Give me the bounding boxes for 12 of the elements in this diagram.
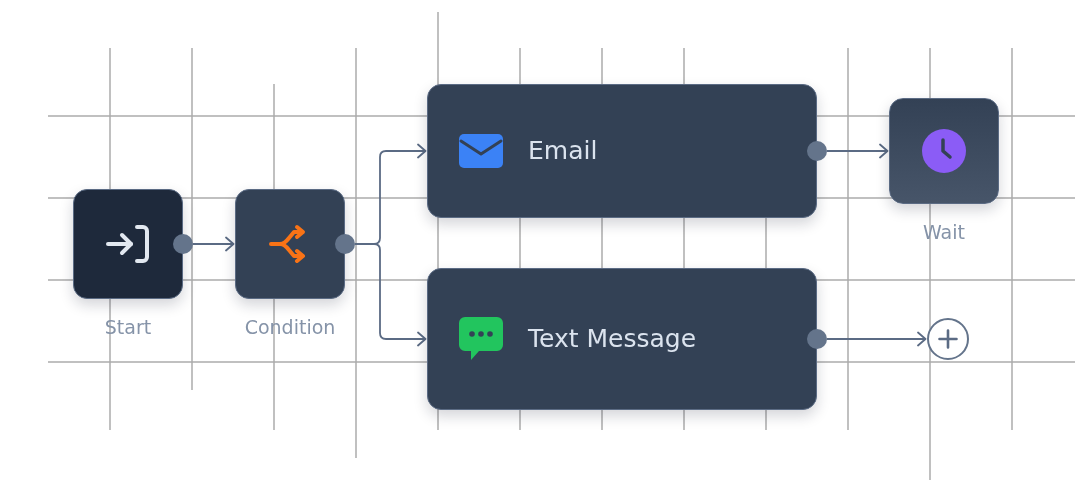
connector-arrow	[826, 331, 927, 347]
step-caption: Wait	[923, 221, 965, 244]
step-caption: Condition	[244, 316, 336, 339]
add-step-circle	[927, 318, 969, 360]
action-card	[427, 84, 817, 218]
step-title: Text Message	[528, 324, 697, 354]
action-card	[427, 268, 817, 410]
step-caption: Start	[104, 316, 152, 339]
connector-arrow	[826, 143, 889, 159]
step-title: Email	[528, 136, 598, 166]
connector-arrow	[192, 236, 235, 252]
connector-arrow	[354, 243, 427, 347]
